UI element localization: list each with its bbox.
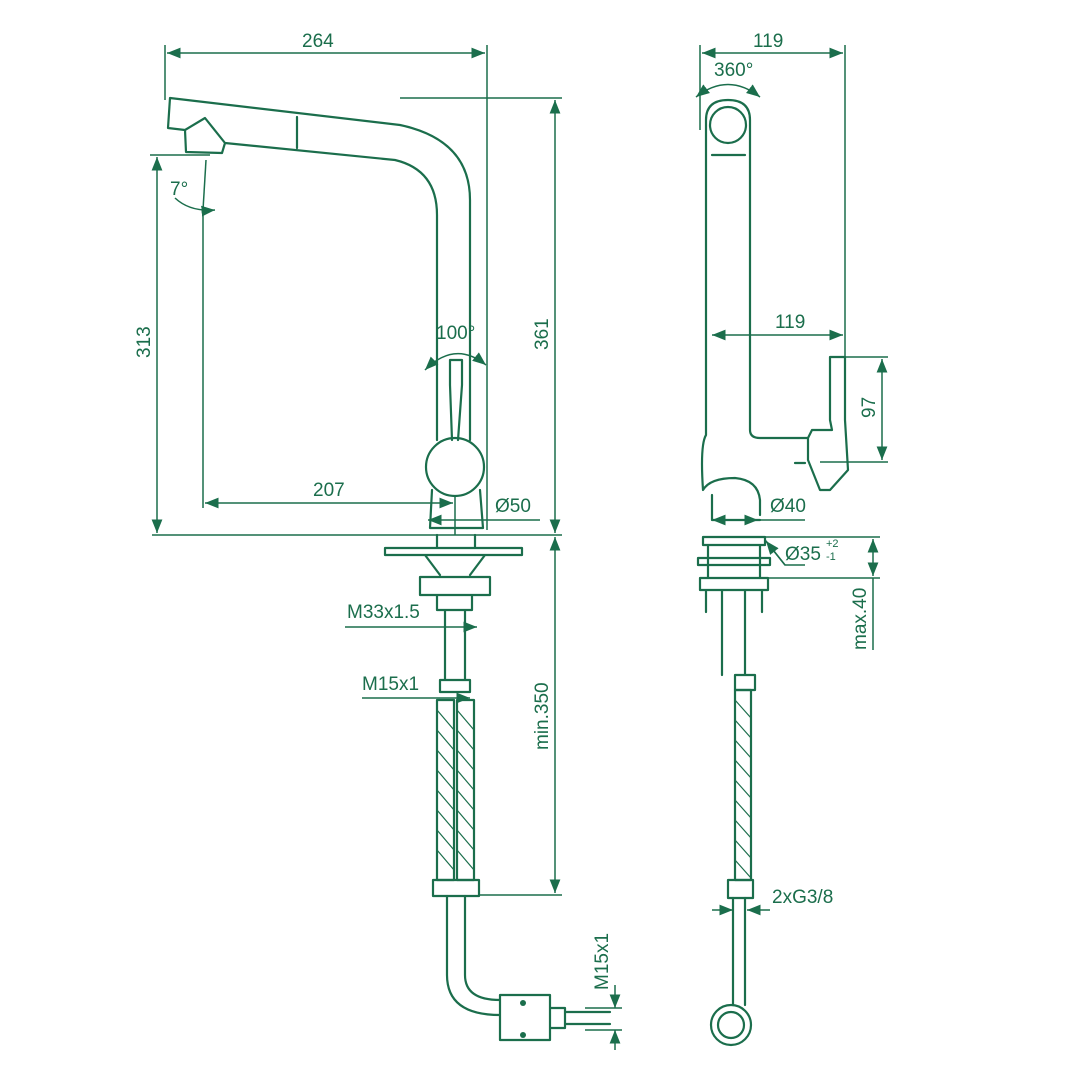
dim-tol-plus: +2 [826,538,839,550]
dim-label-313: 313 [134,326,155,358]
dim-label-119-mid: 119 [775,312,805,333]
handle-ball [424,436,486,498]
dim-tol-minus: -1 [826,551,836,563]
side-view: 119 360° 119 97 Ø40 Ø35 +2 -1 max.40 [695,31,888,1047]
dim-label-264: 264 [302,31,334,52]
dim-label-207: 207 [313,480,345,501]
dim-label-m33: M33x1.5 [347,602,420,623]
dim-label-d40: Ø40 [770,496,806,517]
dim-label-d50: Ø50 [495,496,531,517]
body-base [428,488,485,530]
dim-label-max40: max.40 [850,588,871,650]
lever [448,358,464,442]
outlet-pipe [445,894,612,1042]
dim-label-361: 361 [532,318,553,350]
dim-label-d35: Ø35 [785,544,821,565]
dim-label-min350: min.350 [532,682,553,750]
mounting-hardware [383,533,524,694]
dim-label-119-top: 119 [753,31,783,52]
front-view: 264 100° 7° 313 361 207 Ø50 M33x1.5 M1 [134,31,622,1050]
dim-label-360deg: 360° [714,60,753,81]
dim-label-g38: 2xG3/8 [772,887,833,908]
dim-label-m15-outlet: M15x1 [592,933,613,990]
side-mounting [696,535,772,692]
dim-label-m15-top: M15x1 [362,674,419,695]
side-body [700,98,850,522]
dim-label-7deg: 7° [170,179,188,200]
hoses [431,698,481,898]
spout [166,96,472,442]
dim-label-100deg: 100° [436,323,475,344]
dim-label-97: 97 [859,397,880,418]
